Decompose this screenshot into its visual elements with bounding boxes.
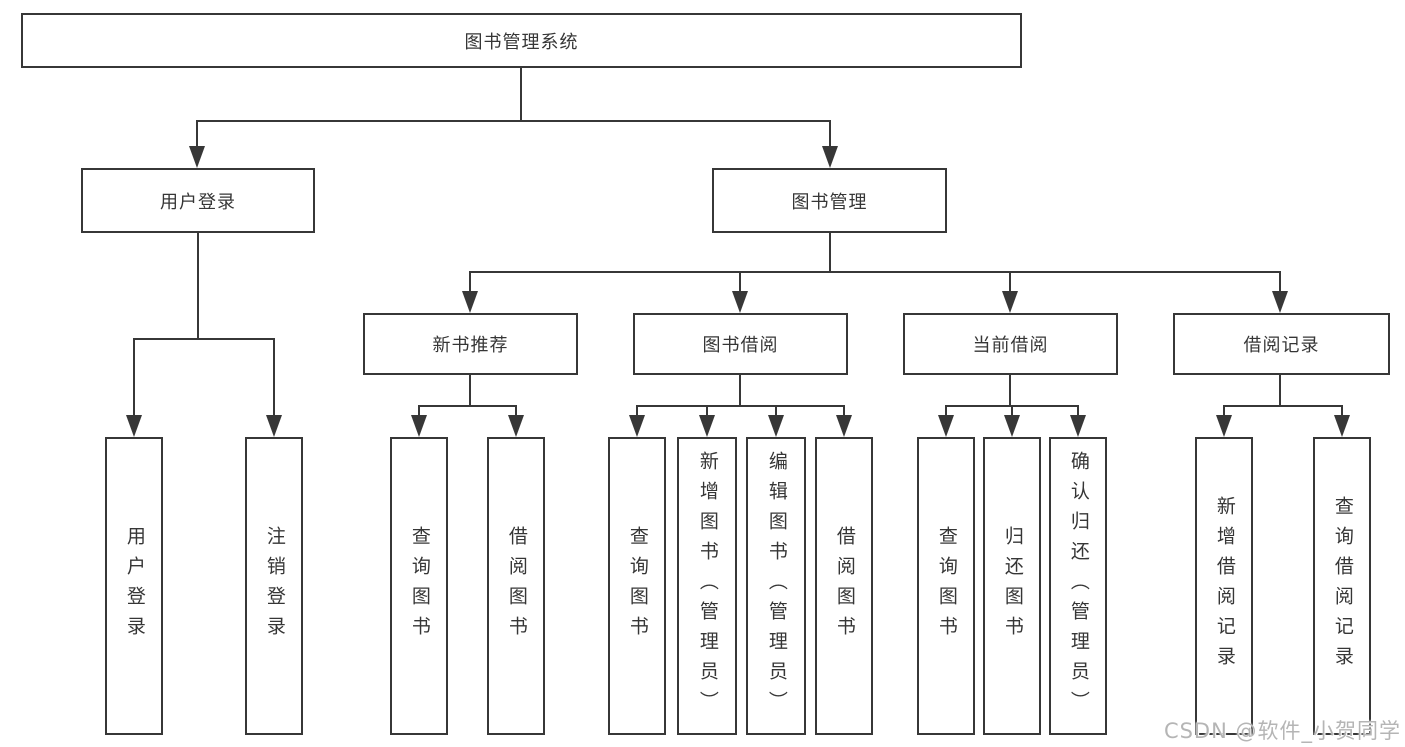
leaf-label: 用户登录 [123,526,146,646]
node-user-login: 用户登录 [81,168,315,233]
arrowhead-down-icon [1002,291,1018,313]
node-root: 图书管理系统 [21,13,1022,68]
leaf-borrow-book: 借阅图书 [815,437,873,735]
leaf-label: 确认归还（管理员） [1067,451,1090,721]
leaf-borrow-book-recommend: 借阅图书 [487,437,545,735]
connector-borrow-record-to-children [1223,375,1343,417]
leaf-label: 查询图书 [408,526,431,646]
node-book-borrow: 图书借阅 [633,313,848,375]
arrowhead-down-icon [699,415,715,437]
node-current-borrow: 当前借阅 [903,313,1118,375]
leaf-user-login: 用户登录 [105,437,163,735]
arrowhead-down-icon [126,415,142,437]
leaf-edit-book-admin: 编辑图书（管理员） [746,437,806,735]
leaf-label: 查询图书 [626,526,649,646]
leaf-label: 查询图书 [935,526,958,646]
arrowhead-down-icon [1004,415,1020,437]
leaf-query-borrow-record: 查询借阅记录 [1313,437,1371,735]
leaf-add-book-admin: 新增图书（管理员） [677,437,737,735]
arrowhead-down-icon [266,415,282,437]
leaf-query-book-borrow: 查询图书 [608,437,666,735]
connector-root-to-level2 [196,68,831,148]
leaf-query-book-current: 查询图书 [917,437,975,735]
connector-new-book-recommend-to-children [418,375,517,417]
leaf-label: 查询借阅记录 [1331,496,1354,676]
connector-book-borrow-to-children [636,375,845,417]
watermark: CSDN @软件_小贺同学 [1163,719,1401,743]
leaf-label: 编辑图书（管理员） [765,451,788,721]
arrowhead-down-icon [836,415,852,437]
arrowhead-down-icon [411,415,427,437]
arrowhead-down-icon [938,415,954,437]
leaf-label: 新增借阅记录 [1213,496,1236,676]
node-book-management: 图书管理 [712,168,947,233]
arrowhead-down-icon [768,415,784,437]
node-borrow-record: 借阅记录 [1173,313,1390,375]
leaf-label: 新增图书（管理员） [696,451,719,721]
arrowhead-down-icon [1272,291,1288,313]
leaf-confirm-return-admin: 确认归还（管理员） [1049,437,1107,735]
leaf-label: 借阅图书 [833,526,856,646]
arrowhead-down-icon [189,146,205,168]
node-new-book-recommend: 新书推荐 [363,313,578,375]
arrowhead-down-icon [508,415,524,437]
connector-current-borrow-to-children [945,375,1079,417]
arrowhead-down-icon [732,291,748,313]
arrowhead-down-icon [1216,415,1232,437]
arrowhead-down-icon [1334,415,1350,437]
arrowhead-down-icon [462,291,478,313]
leaf-query-book-recommend: 查询图书 [390,437,448,735]
leaf-logout-login: 注销登录 [245,437,303,735]
connector-user-login-to-children [133,233,275,417]
leaf-label: 归还图书 [1001,526,1024,646]
arrowhead-down-icon [1070,415,1086,437]
leaf-add-borrow-record: 新增借阅记录 [1195,437,1253,735]
leaf-label: 借阅图书 [505,526,528,646]
arrowhead-down-icon [822,146,838,168]
leaf-return-book: 归还图书 [983,437,1041,735]
connector-book-management-to-children [469,233,1281,293]
leaf-label: 注销登录 [263,526,286,646]
arrowhead-down-icon [629,415,645,437]
